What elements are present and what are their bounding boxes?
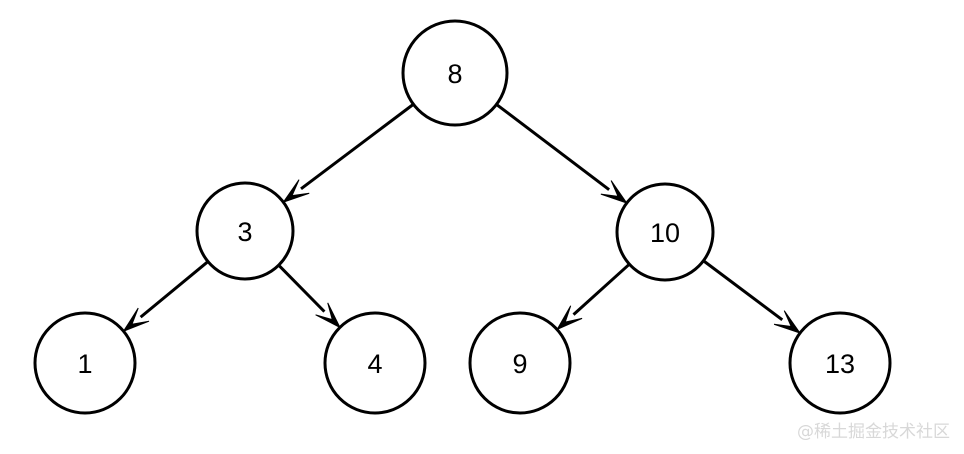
node-label: 8 <box>447 59 462 89</box>
tree-edge <box>282 103 415 204</box>
node-label: 9 <box>512 349 527 379</box>
tree-node[interactable]: 8 <box>401 19 509 127</box>
edge-line <box>139 260 209 319</box>
node-circle[interactable] <box>788 311 892 415</box>
tree-edge <box>555 263 631 331</box>
tree-node[interactable]: 10 <box>615 182 715 282</box>
edge-line <box>572 263 631 316</box>
node-circle[interactable] <box>468 311 572 415</box>
tree-node[interactable]: 1 <box>33 311 137 415</box>
node-circle[interactable] <box>195 181 295 281</box>
node-circle[interactable] <box>33 311 137 415</box>
edge-arrowhead-icon <box>282 179 310 204</box>
node-label: 1 <box>77 349 92 379</box>
edge-arrowhead-icon <box>773 310 802 335</box>
tree-edge <box>495 103 629 205</box>
edge-line <box>495 103 611 191</box>
node-circle[interactable] <box>615 182 715 282</box>
edge-arrowhead-icon <box>555 305 583 331</box>
edge-arrowhead-icon <box>122 307 150 333</box>
edge-line <box>277 264 326 313</box>
tree-node[interactable]: 9 <box>468 311 572 415</box>
node-circle[interactable] <box>401 19 509 127</box>
edge-line <box>702 259 784 321</box>
node-label: 13 <box>825 349 855 379</box>
tree-node[interactable]: 3 <box>195 181 295 281</box>
tree-node[interactable]: 4 <box>323 311 427 415</box>
tree-edge <box>277 264 342 329</box>
watermark-label: @稀土掘金技术社区 <box>797 422 950 442</box>
node-label: 10 <box>650 218 680 248</box>
node-circle[interactable] <box>323 311 427 415</box>
edges-layer <box>122 103 802 335</box>
tree-edge <box>122 260 209 333</box>
edge-line <box>300 103 415 191</box>
edge-arrowhead-icon <box>315 302 342 329</box>
tree-node[interactable]: 13 <box>788 311 892 415</box>
node-label: 3 <box>237 217 252 247</box>
nodes-layer: 8 3 10 1 4 9 13 <box>33 19 892 415</box>
edge-arrowhead-icon <box>600 180 629 205</box>
tree-edge <box>702 259 802 335</box>
node-label: 4 <box>367 349 382 379</box>
